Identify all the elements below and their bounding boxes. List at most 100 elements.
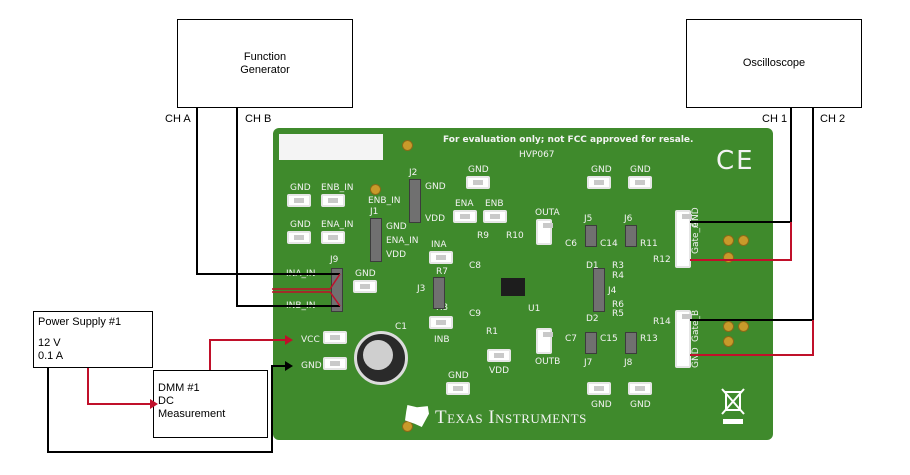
label-r7: R7 — [436, 267, 448, 277]
label-r14: R14 — [653, 317, 671, 327]
ch-2-label: CH 2 — [820, 113, 846, 125]
header-j7 — [585, 332, 597, 354]
label-outb: OUTB — [535, 357, 561, 367]
mounting-hole — [402, 140, 413, 151]
test-pad-vcc — [323, 331, 347, 344]
ch-1-label: CH 1 — [762, 113, 788, 125]
label-r13: R13 — [640, 334, 658, 344]
test-pad-ina — [429, 251, 453, 264]
label-r5: R5 — [612, 309, 624, 319]
gate-a-hole-1 — [723, 235, 734, 246]
label-j8: J8 — [624, 358, 633, 368]
label-outa: OUTA — [535, 208, 560, 218]
label-c6: C6 — [565, 239, 578, 249]
label-j2: J2 — [409, 168, 418, 178]
header-j5 — [585, 225, 597, 247]
label-j3: J3 — [417, 284, 426, 294]
header-j8 — [625, 332, 637, 354]
evaluation-board: For evaluation only; not FCC approved fo… — [273, 128, 773, 440]
label-gnd-right-3: GND — [591, 400, 612, 410]
label-c14: C14 — [600, 239, 618, 249]
label-j7: J7 — [584, 358, 593, 368]
arrow-head — [285, 335, 293, 345]
test-pad-ena — [453, 210, 477, 223]
label-enb-in-1: ENB_IN — [321, 183, 354, 193]
driver-ic-u1 — [501, 278, 525, 296]
label-c7: C7 — [565, 334, 578, 344]
test-pad-gnd-j9 — [353, 280, 377, 293]
board-part-number: HVP067 — [519, 150, 555, 160]
header-j6 — [625, 225, 637, 247]
label-d2: D2 — [586, 314, 599, 324]
header-j1 — [370, 218, 382, 262]
label-j6: J6 — [624, 214, 633, 224]
test-pad-gnd-top — [466, 176, 490, 189]
label-c8: C8 — [469, 261, 482, 271]
test-pad-outb — [536, 328, 553, 354]
label-r11: R11 — [640, 239, 658, 249]
label-j9: J9 — [330, 255, 339, 265]
label-r12: R12 — [653, 255, 671, 265]
label-area — [279, 134, 383, 160]
function-generator-label: Function Generator — [240, 51, 290, 76]
label-gnd-right-1: GND — [591, 165, 612, 175]
test-pad-gnd-1 — [287, 194, 311, 207]
via — [370, 184, 381, 195]
test-pad-enb — [483, 210, 507, 223]
oscilloscope-box — [686, 19, 862, 108]
label-d1: D1 — [586, 261, 599, 271]
label-gnd-bottom: GND — [448, 371, 469, 381]
test-pad-gnd-right-3 — [587, 382, 611, 395]
label-gnd-j2: GND — [425, 182, 446, 192]
label-inb: INB — [434, 335, 450, 345]
label-ena-in-j1: ENA_IN — [386, 236, 419, 246]
dmm-label: DMM #1 DC Measurement — [158, 382, 226, 420]
label-vdd-j1: VDD — [386, 250, 407, 260]
label-ena: ENA — [455, 199, 474, 209]
gate-b-connector — [675, 310, 692, 368]
label-gnd-right-2: GND — [630, 165, 651, 175]
label-r9: R9 — [477, 231, 489, 241]
power-supply-label: Power Supply #1 12 V 0.1 A — [38, 316, 122, 362]
wire-ch-b — [236, 108, 340, 307]
label-j5: J5 — [584, 214, 593, 224]
header-j9 — [331, 268, 343, 312]
brand-name: Texas Instruments — [435, 407, 587, 428]
label-gnd-right-4: GND — [630, 400, 651, 410]
label-r6: R6 — [612, 300, 624, 310]
ce-mark: CE — [716, 146, 755, 176]
gate-a-connector — [675, 210, 692, 268]
label-enb: ENB — [485, 199, 504, 209]
test-pad-ena-in — [321, 231, 345, 244]
wire-ps-to-dmm — [87, 368, 150, 405]
gate-a-hole-2 — [738, 235, 749, 246]
test-pad-gnd-right-4 — [628, 382, 652, 395]
label-vdd-mid: VDD — [489, 366, 510, 376]
label-gnd-top: GND — [468, 165, 489, 175]
mounting-hole — [402, 421, 413, 432]
gate-b-hole-3 — [723, 336, 734, 347]
wire-ch-1 — [690, 108, 792, 223]
header-j4 — [593, 268, 605, 312]
function-generator-box — [177, 19, 353, 108]
arrow-head — [150, 399, 158, 409]
power-supply-box — [33, 311, 153, 368]
weee-icon — [721, 386, 745, 426]
label-gnd-1: GND — [290, 183, 311, 193]
wire-ch-a-return — [272, 273, 341, 290]
wire-ch-2-red — [690, 320, 814, 356]
ch-a-label: CH A — [165, 113, 191, 125]
label-gnd-vcc: GND — [301, 361, 322, 371]
test-pad-outa — [536, 219, 553, 245]
arrow-head — [285, 361, 293, 371]
gate-b-hole-1 — [723, 321, 734, 332]
label-vdd-j2: VDD — [425, 214, 446, 224]
gate-a-hole-3 — [723, 252, 734, 263]
test-pad-gnd-2 — [287, 231, 311, 244]
label-gnd-j1: GND — [386, 222, 407, 232]
label-r10: R10 — [506, 231, 524, 241]
test-pad-gnd-right-1 — [587, 176, 611, 189]
label-r4: R4 — [612, 271, 624, 281]
ti-logo-icon — [405, 405, 429, 427]
